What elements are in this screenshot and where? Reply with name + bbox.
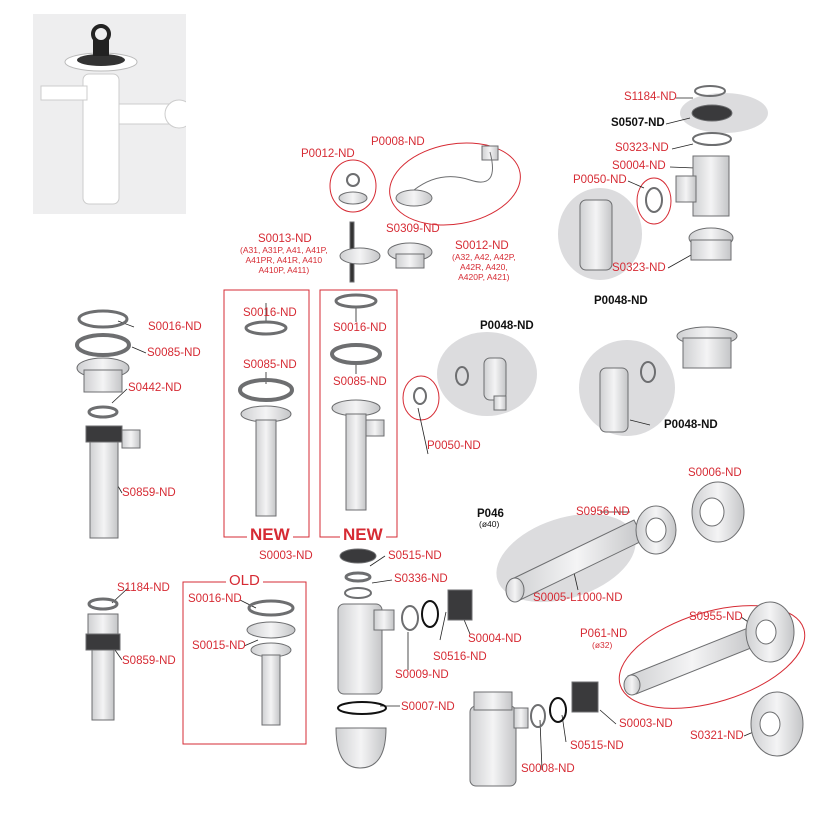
label-s0015: S0015-ND — [192, 640, 246, 652]
label-s0013-models: (A31, A31P, A41, A41P, A41PR, A41R, A410… — [240, 245, 328, 275]
label-s0008: S0008-ND — [521, 763, 575, 775]
label-p046-diameter: (ø40) — [479, 519, 500, 529]
label-s0309: S0309-ND — [386, 223, 440, 235]
label-p0012: P0012-ND — [301, 148, 355, 160]
label-s0442: S0442-ND — [128, 382, 182, 394]
label-s0003-bot: S0003-ND — [619, 718, 673, 730]
label-p046: P046 — [477, 508, 504, 520]
label-s0004-mid: S0004-ND — [468, 633, 522, 645]
label-s0515-mid: S0515-ND — [388, 550, 442, 562]
label-s0323-top: S0323-ND — [615, 142, 669, 154]
label-p061: P061-ND — [580, 628, 628, 640]
label-s0336: S0336-ND — [394, 573, 448, 585]
label-old: OLD — [226, 573, 263, 588]
label-s0004-top: S0004-ND — [612, 160, 666, 172]
label-s0003-mid: S0003-ND — [259, 550, 313, 562]
label-s0007: S0007-ND — [401, 701, 455, 713]
label-p0008: P0008-ND — [371, 136, 425, 148]
label-s0085-new2: S0085-ND — [333, 376, 387, 388]
label-s0859-left2: S0859-ND — [122, 655, 176, 667]
label-p0050-mid: P0050-ND — [427, 440, 481, 452]
label-s0012: S0012-ND — [455, 240, 509, 252]
label-p0048-right: P0048-ND — [664, 419, 718, 431]
label-s0012-models: (A32, A42, A42P, A42R, A420, A420P, A421… — [452, 252, 516, 282]
label-p0048-top: P0048-ND — [594, 295, 648, 307]
label-new-1: NEW — [247, 526, 293, 543]
label-s1184-left: S1184-ND — [117, 582, 170, 594]
label-s0321: S0321-ND — [690, 730, 744, 742]
label-s0013: S0013-ND — [258, 233, 312, 245]
label-s0085-new1: S0085-ND — [243, 359, 297, 371]
label-s0009: S0009-ND — [395, 669, 449, 681]
label-s0016-old: S0016-ND — [188, 593, 242, 605]
label-s0507: S0507-ND — [611, 117, 665, 129]
label-s0859-left: S0859-ND — [122, 487, 176, 499]
label-s0515-bot: S0515-ND — [570, 740, 624, 752]
label-s0005: S0005-L1000-ND — [533, 592, 623, 604]
label-s0016-new1: S0016-ND — [243, 307, 297, 319]
label-s0956: S0956-ND — [576, 506, 630, 518]
product-photo — [33, 14, 194, 214]
label-s1184-top: S1184-ND — [624, 91, 677, 103]
label-p0048-mid: P0048-ND — [480, 320, 534, 332]
label-s0016-left: S0016-ND — [148, 321, 202, 333]
label-new-2: NEW — [340, 526, 386, 543]
label-p0050-top: P0050-ND — [573, 174, 627, 186]
label-s0955: S0955-ND — [689, 611, 743, 623]
label-s0323-bot: S0323-ND — [612, 262, 666, 274]
label-s0516: S0516-ND — [433, 651, 487, 663]
label-s0085-left: S0085-ND — [147, 347, 201, 359]
label-p061-diameter: (ø32) — [592, 640, 613, 650]
label-s0016-new2: S0016-ND — [333, 322, 387, 334]
label-s0006: S0006-ND — [688, 467, 742, 479]
